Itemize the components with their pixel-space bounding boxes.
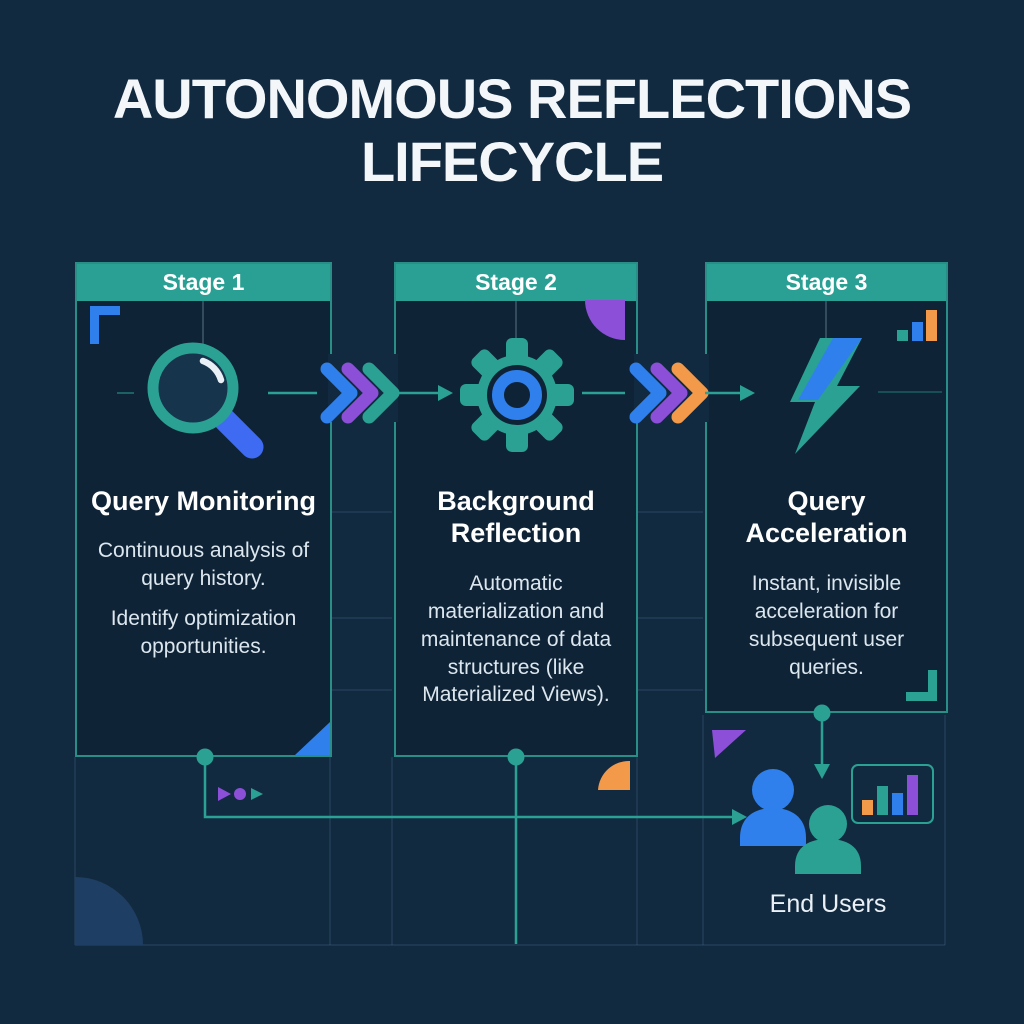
page-title: AUTONOMOUS REFLECTIONS LIFECYCLE <box>0 67 1024 193</box>
users-icon <box>740 769 861 874</box>
triangle-decoration <box>712 730 746 758</box>
stage-2-card: Stage 2 Background Reflection Automatic … <box>394 262 638 757</box>
bar-chart-icon <box>851 764 934 824</box>
stage-3-header-label: Stage 3 <box>785 269 868 295</box>
stage-2-title: Background Reflection <box>437 486 595 549</box>
triangle-dot-triangle-decoration <box>218 787 263 801</box>
quarter-disc-decoration <box>75 877 143 945</box>
stage-1-body-line-1: Continuous analysis of query history. <box>97 539 310 591</box>
stage-3-card: Stage 3 Query Acceleration Instant, invi… <box>705 262 948 713</box>
stage-1-card: Stage 1 Query Monitoring Continuous anal… <box>75 262 332 757</box>
stage-3-body: Instant, invisible acceleration for subs… <box>707 570 946 694</box>
stage-2-icon-box <box>396 301 636 459</box>
stage-2-header: Stage 2 <box>396 264 636 301</box>
page-title-line1: AUTONOMOUS REFLECTIONS <box>112 67 912 130</box>
stage-1-header: Stage 1 <box>77 264 330 301</box>
end-users-label: End Users <box>769 890 887 918</box>
stage-2-body-line-1: Automatic materialization and maintenanc… <box>420 571 612 707</box>
stage-3-body-line-1: Instant, invisible acceleration for subs… <box>748 571 905 679</box>
stage-1-title: Query Monitoring <box>91 486 316 516</box>
chevron-arrows-icon <box>320 362 400 424</box>
stage-1-body: Continuous analysis of query history. Id… <box>77 537 330 673</box>
stage-2-header-label: Stage 2 <box>475 269 557 295</box>
stage-2-body: Automatic materialization and maintenanc… <box>396 570 636 722</box>
chevron-arrows-icon <box>629 362 709 424</box>
stage-1-header-label: Stage 1 <box>162 269 245 295</box>
stage-3-title: Query Acceleration <box>745 486 908 549</box>
page-title-line2: LIFECYCLE <box>360 129 664 193</box>
quarter-circle-decoration <box>598 760 630 790</box>
stage-1-body-line-2: Identify optimization opportunities. <box>110 607 297 659</box>
arrowhead-icon <box>814 764 830 779</box>
stage-3-header: Stage 3 <box>707 264 946 301</box>
arrowhead-icon <box>732 809 747 825</box>
stage-3-icon-box <box>707 301 946 459</box>
stage-1-icon-box <box>77 301 330 459</box>
